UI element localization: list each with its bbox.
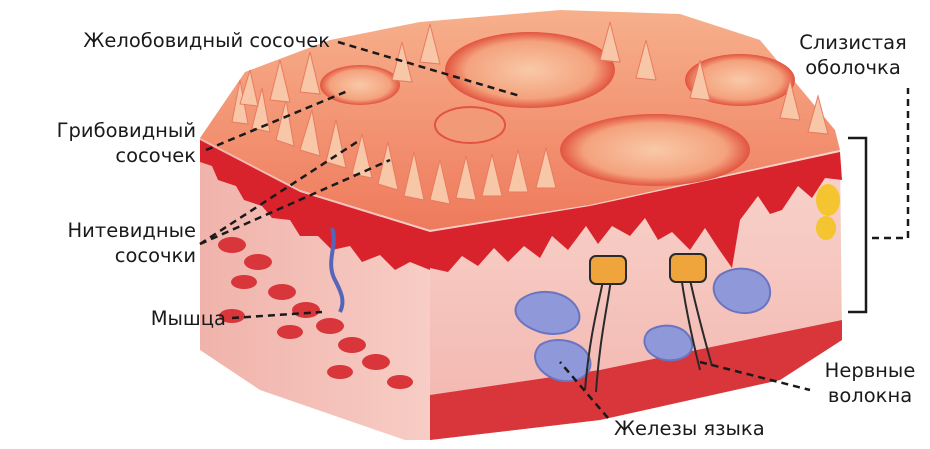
label-nerve-fibers: Нервные волокна xyxy=(814,358,926,408)
label-groove-papilla: Желобовидный сосочек xyxy=(20,28,330,53)
label-fungiform-papilla: Грибовидный сосочек xyxy=(20,118,196,168)
groove-papilla-left xyxy=(320,65,400,105)
label-mucous-membrane: Слизистая оболочка xyxy=(778,30,928,80)
label-nerve-fibers-line1: Нервные xyxy=(814,358,926,383)
leader-mucosa xyxy=(872,88,908,238)
label-mucous-membrane-line1: Слизистая xyxy=(778,30,928,55)
groove-papilla-large xyxy=(445,32,615,108)
label-tongue-glands: Железы языка xyxy=(614,416,814,441)
groove-papilla-front xyxy=(560,114,750,186)
label-filiform-line2: сосочки xyxy=(20,243,196,268)
fungiform-papilla xyxy=(435,107,505,143)
label-muscle: Мышца xyxy=(100,306,226,331)
label-fungiform-line1: Грибовидный xyxy=(20,118,196,143)
fat-deposit-2 xyxy=(816,216,836,240)
label-mucous-membrane-line2: оболочка xyxy=(778,55,928,80)
label-filiform-line1: Нитевидные xyxy=(20,218,196,243)
label-nerve-fibers-line2: волокна xyxy=(814,383,926,408)
mucosa-bracket xyxy=(848,138,866,312)
label-filiform-papillae: Нитевидные сосочки xyxy=(20,218,196,268)
fat-deposit xyxy=(816,184,840,216)
label-fungiform-line2: сосочек xyxy=(20,143,196,168)
